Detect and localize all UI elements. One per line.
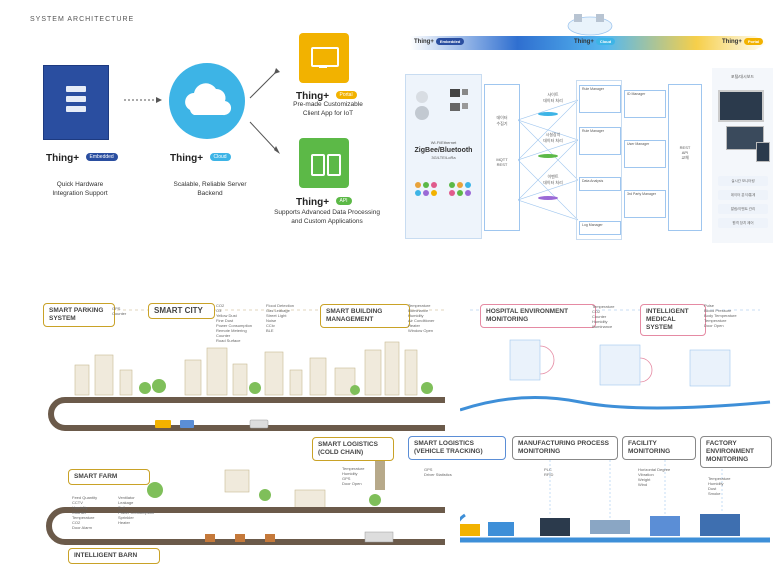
mini-building: Temperature Illuminance Humidity Air Con… [408, 303, 435, 333]
brand-name: Thing+ [296, 197, 330, 208]
tag-vehicle-tracking: SMART LOGISTICS (VEHICLE TRACKING) [408, 436, 506, 460]
portal-btn: 알림/이벤트 관리 [718, 204, 768, 214]
portal-btn: 데이터 분석/통계 [718, 190, 768, 200]
brand-name: Thing+ [46, 153, 80, 164]
protocol-text: 3G/LTE/LoRa [431, 155, 456, 160]
tag-factory: FACTORY ENVIRONMENT MONITORING [700, 436, 772, 468]
cloud-brand: Thing+ Cloud [170, 148, 260, 166]
mini-medical: Pulse Blood Pressure Body Temperature Te… [704, 303, 737, 328]
modules-column-a: Rule Manager Rule Manager Data Analysis … [576, 80, 622, 240]
module-box: ID Manager [624, 90, 666, 118]
module-box: Log Manager [579, 221, 621, 235]
api-icon [299, 138, 349, 188]
tag-smart-farm: SMART FARM [68, 469, 150, 485]
device-panel: Wi-Fi/Ethernet ZigBee/Bluetooth 3G/LTE/L… [405, 74, 482, 239]
status-dots-icon [415, 182, 471, 196]
section-title: SYSTEM ARCHITECTURE [30, 16, 135, 23]
devices-icon [415, 89, 468, 120]
tag-facility: FACILITY MONITORING [622, 436, 696, 460]
embedded-brand: Thing+ Embedded [46, 148, 126, 166]
protocol-text: Wi-Fi/Ethernet [430, 140, 457, 145]
portal-btn: 원격 장치 제어 [718, 218, 768, 228]
mini-farm-2: Ventilator Leakage Soil Power Consumptio… [118, 495, 155, 525]
protocol-text: ZigBee/Bluetooth [414, 147, 473, 154]
mini-city-1: CO2 O3 Yellow Dust Fine Dust Power Consu… [216, 303, 253, 343]
cloud-pill: Cloud [209, 152, 231, 161]
module-box: 3rd Party Manager [624, 190, 666, 218]
banner-arrow [410, 36, 768, 50]
mini-hospital: Temperature CO2 Counter Humidity Illumin… [592, 304, 615, 329]
modules-column-b: ID Manager User Manager 3rd Party Manage… [624, 90, 668, 230]
cloud-icon [169, 63, 245, 139]
dotted-arrow-icon [124, 97, 162, 103]
mini-vehicle: GPS Driver Statistics [424, 467, 452, 477]
mesh-lines [518, 99, 578, 221]
module-box: Rule Manager [579, 85, 621, 113]
tag-manufacturing: MANUFACTURING PROCESS MONITORING [512, 436, 618, 460]
portal-pill: Portal [335, 90, 357, 99]
module-box: Rule Manager [579, 127, 621, 155]
portal-caption: Pre-made Customizable Client App for IoT [293, 101, 363, 117]
mini-manufacturing: PLC RFID [544, 467, 554, 477]
embedded-caption: Quick Hardware Integration Support [52, 181, 108, 197]
brand-name: Thing+ [170, 153, 204, 164]
smart-industry-illustration [460, 309, 771, 543]
banner-label-cloud: Thing+Cloud [574, 38, 616, 45]
tag-smart-city: SMART CITY [148, 303, 215, 319]
rest-api-box: REST API 교체 [668, 84, 702, 231]
mini-cold: Temperature Humidity GPS Door Open [342, 466, 365, 486]
mini-farm-1: Feed Quantity CCTV Humidity Counter Temp… [72, 495, 98, 530]
data-collector-box: 데이터 수집기 MQTT REST [484, 84, 520, 231]
portal-icon [299, 33, 349, 83]
module-box: Data Analysis [579, 177, 621, 191]
tag-medical: INTELLIGENT MEDICAL SYSTEM [640, 304, 706, 336]
mini-city-2: Flood Detection Gas Leakage Street Light… [266, 303, 295, 333]
brand-name: Thing+ [296, 91, 330, 102]
branch-arrows-icon [249, 68, 280, 154]
cloud-robot-icon [567, 14, 613, 36]
tablet-icon [756, 142, 770, 162]
portal-title: 포털/대시보드 [730, 74, 755, 79]
embedded-hardware-icon [43, 65, 109, 140]
monitor-icon [718, 90, 764, 122]
portal-btn: 실시간 모니터링 [718, 176, 768, 186]
tag-smart-building: SMART BUILDING MANAGEMENT [320, 304, 410, 328]
tag-smart-parking: SMART PARKING SYSTEM [43, 303, 115, 327]
mini-facility: Horizontal Degree Vibration Weight Wind [638, 467, 671, 487]
mini-factory: Temperature Humidity Dust Smoke [708, 476, 731, 496]
embedded-pill: Embedded [85, 152, 118, 161]
tag-intelligent-barn: INTELLIGENT BARN [68, 548, 160, 564]
tag-cold-chain: SMART LOGISTICS (COLD CHAIN) [312, 437, 394, 461]
banner-label-portal: Thing+Portal [722, 38, 764, 45]
api-brand: Thing+ API [296, 192, 376, 210]
cloud-caption: Scalable, Reliable Server Backend [173, 181, 247, 197]
portal-preview: 포털/대시보드 실시간 모니터링 데이터 분석/통계 알림/이벤트 관리 원격 … [712, 68, 773, 243]
api-pill: API [335, 196, 352, 205]
mini-parking: GPS Counter [112, 306, 127, 316]
module-box: User Manager [624, 140, 666, 168]
portal-brand: Thing+ Portal [296, 86, 376, 104]
tag-hospital: HOSPITAL ENVIRONMENT MONITORING [480, 304, 596, 328]
api-caption: Supports Advanced Data Processing and Cu… [274, 209, 380, 225]
banner-label-embedded: Thing+Embedded [414, 38, 465, 45]
